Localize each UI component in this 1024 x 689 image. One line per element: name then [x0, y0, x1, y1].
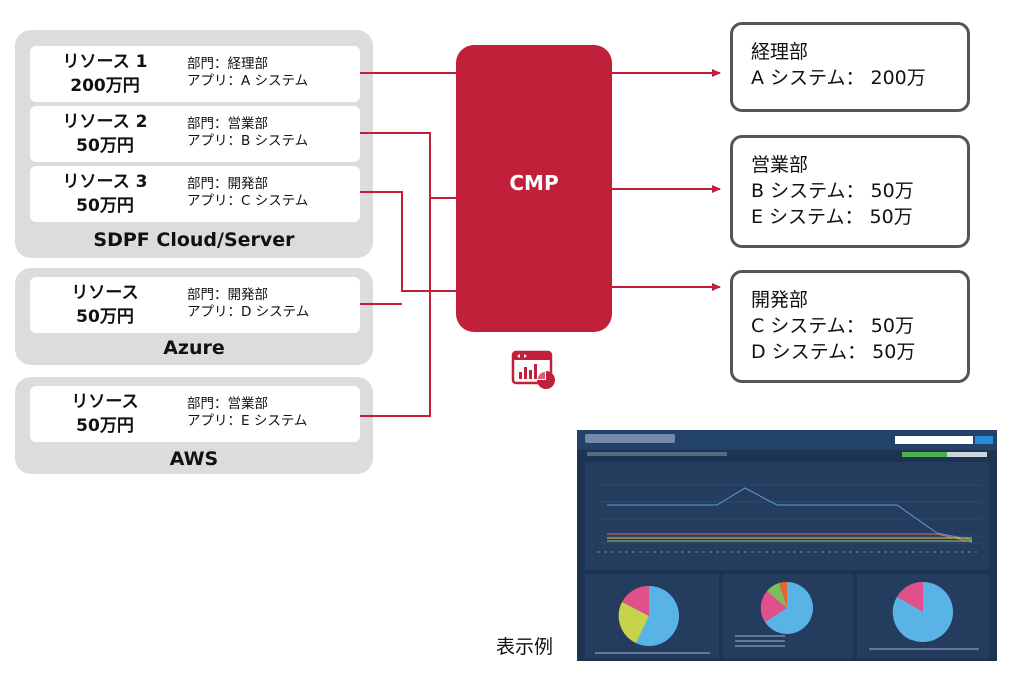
connector-resource-2	[360, 132, 456, 199]
resource-box-1: リソース 1 200万円 部門：経理部 アプリ：A システム	[30, 46, 360, 102]
output-box-sales: 営業部 B システム： 50万 E システム： 50万	[730, 135, 970, 248]
screenshot-pie-2	[760, 581, 813, 634]
output-dept: 営業部	[751, 154, 809, 176]
resource-box-aws: リソース 50万円 部門：営業部 アプリ：E システム	[30, 386, 360, 442]
group-title-azure: Azure	[163, 337, 225, 359]
output-line: E システム： 50万	[751, 206, 913, 228]
resource-name: リソース 2	[62, 112, 148, 132]
screenshot-progress-fill	[902, 452, 947, 457]
resource-box-azure: リソース 50万円 部門：開発部 アプリ：D システム	[30, 277, 360, 333]
resource-dept: 部門：開発部	[187, 287, 268, 303]
resource-name: リソース 1	[62, 52, 148, 72]
connector-resource-3	[360, 191, 456, 292]
resource-amount: 200万円	[70, 76, 140, 96]
resource-amount: 50万円	[76, 416, 134, 436]
resource-amount: 50万円	[76, 196, 134, 216]
output-line: D システム： 50万	[751, 341, 916, 363]
resource-name: リソース	[71, 392, 139, 412]
group-title-aws: AWS	[169, 448, 219, 470]
resource-name: リソース 3	[62, 172, 148, 192]
screenshot-charts	[585, 462, 989, 658]
screenshot-search-button	[975, 436, 993, 444]
resource-amount: 50万円	[76, 307, 134, 327]
output-line: A システム： 200万	[751, 67, 926, 89]
resource-app: アプリ：B システム	[187, 133, 309, 149]
screenshot-title-bar	[585, 434, 675, 443]
dashboard-screenshot	[577, 430, 997, 661]
resource-dept: 部門：営業部	[187, 116, 268, 132]
resource-app: アプリ：C システム	[187, 193, 309, 209]
resource-box-3: リソース 3 50万円 部門：開発部 アプリ：C システム	[30, 166, 360, 222]
output-line: B システム： 50万	[751, 180, 914, 202]
example-caption: 表示例	[496, 636, 554, 658]
connector-aws	[360, 198, 431, 417]
resource-dept: 部門：経理部	[187, 56, 268, 72]
output-line: C システム： 50万	[751, 315, 914, 337]
output-box-accounting: 経理部 A システム： 200万	[730, 22, 970, 112]
resource-amount: 50万円	[76, 136, 134, 156]
cmp-label: CMP	[509, 171, 559, 195]
resource-box-2: リソース 2 50万円 部門：営業部 アプリ：B システム	[30, 106, 360, 162]
resource-name: リソース	[71, 283, 139, 303]
screenshot-info-line	[587, 452, 727, 456]
screenshot-line-series-1	[607, 487, 973, 541]
screenshot-topbar	[577, 430, 997, 450]
screenshot-line-panel	[585, 462, 989, 570]
group-title-sdpf: SDPF Cloud/Server	[93, 229, 295, 251]
screenshot-pie-1	[618, 585, 679, 646]
resource-app: アプリ：E システム	[187, 413, 308, 429]
output-box-dev: 開発部 C システム： 50万 D システム： 50万	[730, 270, 970, 383]
cmp-box: CMP	[456, 45, 612, 332]
screenshot-search-box	[895, 436, 973, 444]
resource-app: アプリ：A システム	[187, 73, 309, 89]
output-dept: 経理部	[751, 41, 809, 63]
screenshot-pie-3	[892, 582, 953, 642]
resource-dept: 部門：開発部	[187, 176, 268, 192]
resource-app: アプリ：D システム	[187, 304, 310, 320]
dashboard-chart-icon	[511, 350, 555, 389]
output-dept: 開発部	[751, 289, 809, 311]
screenshot-line-series-2	[607, 533, 973, 543]
resource-dept: 部門：営業部	[187, 396, 268, 412]
